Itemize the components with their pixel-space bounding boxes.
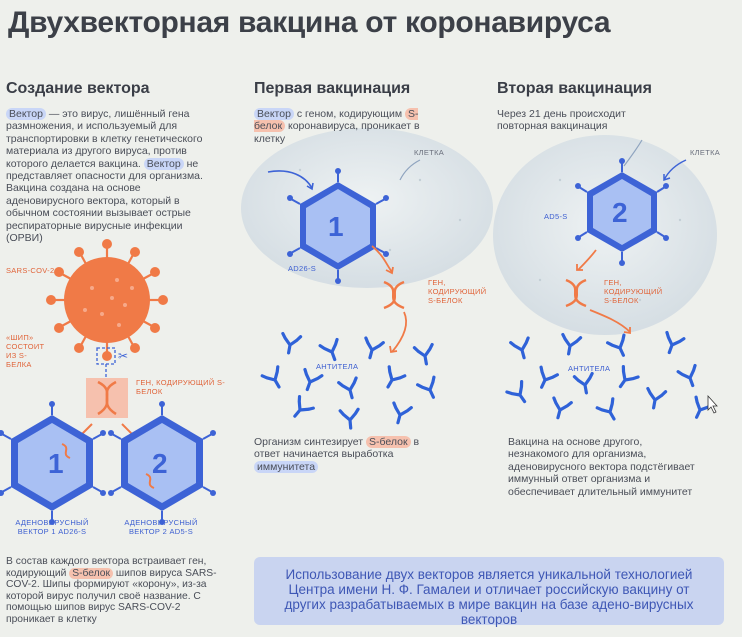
creation-title: Создание вектора (6, 80, 150, 97)
sars-cov-2-virus (46, 239, 168, 361)
second-vaccination-intro: Через 21 день происходит повторная вакци… (497, 108, 626, 133)
first-vaccination-title: Первая вакцинация (254, 80, 411, 97)
second-vaccination-result: Вакцина на основе другого, незнакомого д… (508, 436, 695, 498)
s-protein-highlight: S-белок (69, 567, 114, 579)
adenovirus-vector-1 (0, 401, 106, 525)
vector-ad5-label: AD5-S (544, 212, 568, 221)
cell-label-1: КЛЕТКА (414, 148, 445, 157)
antibodies-label-2: АНТИТЕЛА (568, 364, 611, 373)
adenovirus-vector-2 (108, 401, 216, 525)
first-vaccination-intro: Вектор с геном, кодирующим S-белок корон… (254, 108, 420, 145)
vector-ad26-in-cell (287, 168, 389, 284)
scissors-icon: ✂ (118, 349, 128, 363)
vector-ad26-label: AD26-S (288, 264, 317, 273)
gene-dna-icon-2 (565, 278, 587, 308)
sars-label: SARS-COV-2 (6, 266, 55, 275)
vector-highlight: Вектор (254, 108, 294, 120)
gene-dna-icon-1 (383, 280, 405, 310)
vector-definition-text: Вектор — это вирус, лишённый гена размно… (6, 108, 203, 245)
antibodies-label-1: АНТИТЕЛА (316, 362, 359, 371)
dna-icon (97, 380, 117, 416)
vector-1-cell-number: 1 (328, 211, 344, 242)
cursor-icon (707, 394, 718, 414)
vector-highlight: Вектор (143, 157, 184, 170)
s-protein-highlight: S-белок (366, 436, 411, 448)
antibodies-group-1 (260, 331, 444, 431)
gene-label: ГЕН, КОДИРУЮЩИЙ S-БЕЛОК (136, 378, 226, 396)
vector-composition-text: В состав каждого вектора встраивает ген,… (6, 556, 217, 625)
vector-2-label: АДЕНОВИРУСНЫЙ ВЕКТОР 2 AD5-S (124, 518, 198, 536)
vector-highlight: Вектор (6, 108, 46, 120)
technology-note: Использование двух векторов является уни… (254, 557, 724, 627)
vector-2-cell-number: 2 (612, 197, 628, 228)
gene-label-2: ГЕН, КОДИРУЮЩИЙ S-БЕЛОК (604, 278, 663, 305)
immunity-highlight: иммунитета (254, 460, 319, 473)
cell-label-2: КЛЕТКА (690, 148, 721, 157)
vector-1-label: АДЕНОВИРУСНЫЙ ВЕКТОР 1 AD26-S (15, 518, 89, 536)
vector-2-number: 2 (152, 448, 168, 479)
second-vaccination-title: Вторая вакцинация (497, 80, 652, 97)
vector-1-number: 1 (48, 448, 64, 479)
first-vaccination-result: Организм синтезирует S-белок в ответ нач… (254, 436, 420, 473)
vector-ad5-in-cell (575, 158, 669, 266)
gene-label-1: ГЕН, КОДИРУЮЩИЙ S-БЕЛОК (428, 278, 487, 305)
spike-label: «ШИП» СОСТОИТ ИЗ S-БЕЛКА (6, 333, 45, 369)
antibodies-group-2 (505, 330, 714, 426)
page-title: Двухвекторная вакцина от коронавируса (8, 6, 611, 39)
